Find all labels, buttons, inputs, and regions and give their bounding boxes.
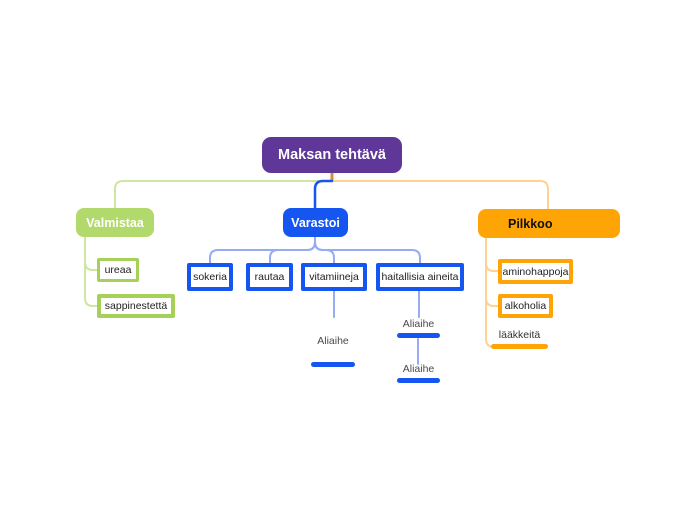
node-haitallisia-aineita[interactable]: haitallisia aineita xyxy=(376,263,464,291)
node-ureaa[interactable]: ureaa xyxy=(97,258,139,282)
edge-root-pilkkoo xyxy=(331,180,549,210)
node-laakkeita[interactable]: lääkkeitä xyxy=(491,329,548,349)
node-valmistaa[interactable]: Valmistaa xyxy=(76,208,154,237)
edge-root-valmistaa xyxy=(114,180,333,209)
node-aliaihe-vitamiineja[interactable]: Aliaihe xyxy=(311,335,355,367)
node-varastoi[interactable]: Varastoi xyxy=(283,208,348,237)
edge-valmistaa-ureaa xyxy=(84,236,98,271)
aliaihe-label: Aliaihe xyxy=(402,318,435,330)
node-aliaihe-haitallisia-1[interactable]: Aliaihe xyxy=(397,318,440,338)
node-aliaihe-haitallisia-2[interactable]: Aliaihe xyxy=(397,363,440,383)
aliaihe-label: Aliaihe xyxy=(402,363,435,375)
node-pilkkoo[interactable]: Pilkkoo xyxy=(478,209,620,238)
node-aminohappoja[interactable]: aminohappoja xyxy=(498,259,573,284)
edge-varastoi-rautaa xyxy=(269,236,316,264)
node-root[interactable]: Maksan tehtävä xyxy=(262,137,402,173)
aliaihe-label: Aliaihe xyxy=(317,335,349,347)
node-sappinestetta[interactable]: sappinestettä xyxy=(97,294,175,318)
laakkeita-label: lääkkeitä xyxy=(498,329,541,341)
laakkeita-underline xyxy=(491,344,548,349)
edge-varastoi-haitallisia xyxy=(314,236,421,264)
aliaihe-underline xyxy=(397,333,440,338)
node-sokeria[interactable]: sokeria xyxy=(187,263,233,291)
edge-valmistaa-sappinestetta xyxy=(84,236,98,307)
aliaihe-underline xyxy=(311,362,355,367)
node-rautaa[interactable]: rautaa xyxy=(246,263,293,291)
aliaihe-underline xyxy=(397,378,440,383)
node-alkoholia[interactable]: alkoholia xyxy=(498,294,553,318)
node-vitamiineja[interactable]: vitamiineja xyxy=(301,263,367,291)
edge-pilkkoo-aminohappoja xyxy=(485,237,499,272)
edge-root-varastoi xyxy=(313,179,334,210)
